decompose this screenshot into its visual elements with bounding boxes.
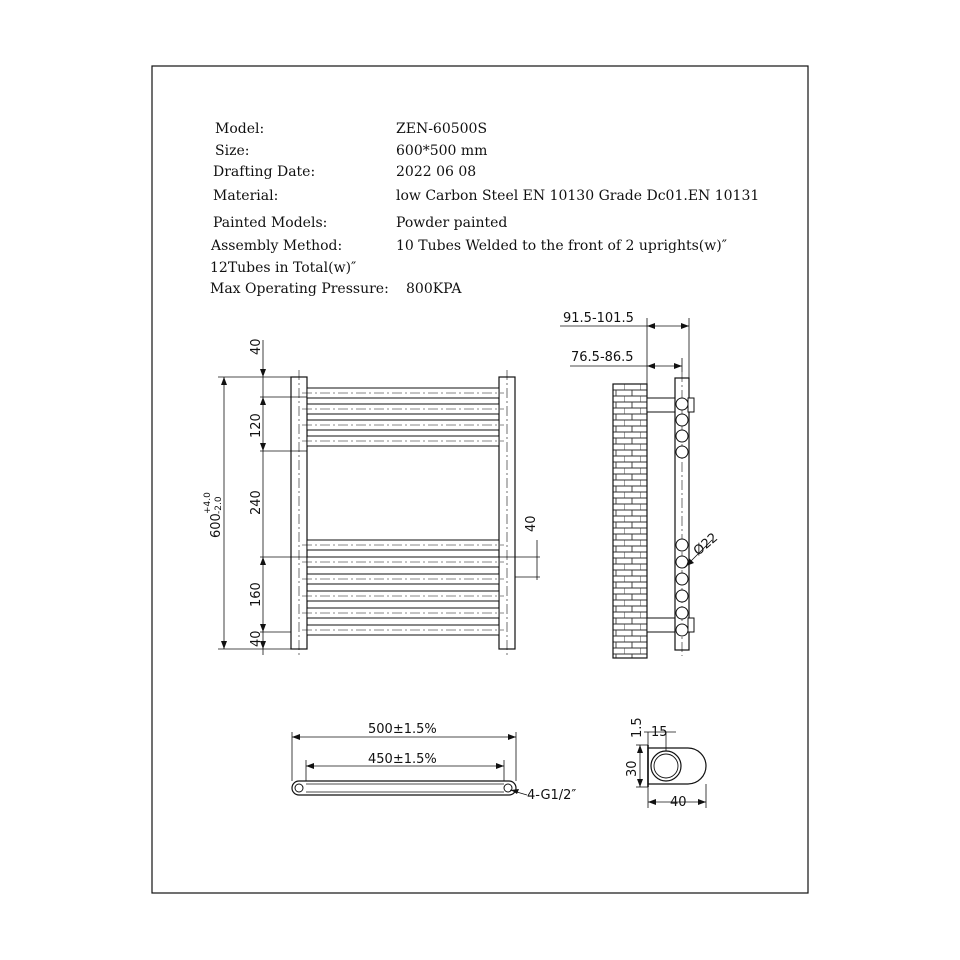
bracket-detail-view: 1.5 15 30 40 [625, 717, 707, 810]
dim-right-40: 40 [524, 515, 539, 532]
wall-brick [612, 383, 648, 659]
front-view: 40 120 240 160 40 40 600 +4.0 -2.0 [203, 338, 540, 656]
max-pressure-value: 800KPA [406, 281, 462, 297]
assembly-method-value: 10 Tubes Welded to the front of 2 uprigh… [396, 238, 727, 254]
side-view: 91.5-101.5 76.5-86.5 Ø22 [560, 311, 721, 659]
bottom-tube [291, 780, 517, 796]
tube-sections [675, 397, 689, 637]
height-600: 600 [209, 513, 224, 538]
upper-tube-group [306, 387, 500, 447]
dim-inner-depth: 76.5-86.5 [571, 350, 634, 365]
size-value: 600*500 mm [396, 143, 487, 159]
dim-bracket-width: 40 [670, 795, 687, 810]
max-pressure-label: Max Operating Pressure: [210, 281, 389, 297]
drafting-date-value: 2022 06 08 [396, 164, 476, 180]
material-label: Material: [213, 188, 278, 204]
left-inlet-circle [294, 783, 304, 793]
bracket-tube-hole-inner [653, 753, 679, 779]
painted-models-label: Painted Models: [213, 215, 327, 231]
dim-outer-depth: 91.5-101.5 [563, 311, 634, 326]
assembly-method-value-continued: 12Tubes in Total(w)″ [210, 260, 356, 276]
material-value: low Carbon Steel EN 10130 Grade Dc01.EN … [396, 188, 759, 204]
dim-bracket-offset: 15 [651, 725, 668, 740]
height-tol-plus: +4.0 [203, 492, 213, 514]
model-label: Model: [215, 121, 264, 137]
assembly-method-label: Assembly Method: [210, 238, 342, 254]
specification-block: Model: ZEN-60500S Size: 600*500 mm Draft… [210, 121, 759, 297]
drafting-date-label: Drafting Date: [213, 164, 315, 180]
dim-top-40: 40 [249, 338, 264, 355]
dim-middle-240: 240 [249, 490, 264, 515]
drawing-frame [151, 65, 809, 894]
painted-models-value: Powder painted [396, 215, 507, 231]
dim-bracket-height: 30 [625, 760, 640, 777]
inlet-thread-note: 4-G1/2″ [527, 788, 576, 803]
bottom-view: 500±1.5% 450±1.5% 4-G1/2″ [291, 722, 576, 803]
dim-tube-diameter: Ø22 [691, 530, 721, 559]
overall-height-dimension: 600 +4.0 -2.0 [203, 492, 224, 538]
lower-tube-group [306, 539, 500, 636]
dim-bottom-outer-width: 500±1.5% [368, 722, 437, 737]
dim-bracket-thickness: 1.5 [630, 717, 645, 738]
upper-wall-bracket [646, 397, 676, 413]
height-tol-minus: -2.0 [214, 496, 224, 514]
dim-upper-120: 120 [249, 413, 264, 438]
right-inlet-circle [503, 783, 513, 793]
lower-wall-bracket [646, 617, 676, 633]
dim-lower-160: 160 [249, 582, 264, 607]
dim-bottom-inner-width: 450±1.5% [368, 752, 437, 767]
model-value: ZEN-60500S [396, 121, 487, 137]
size-label: Size: [215, 143, 249, 159]
dim-bottom-40: 40 [249, 630, 264, 647]
